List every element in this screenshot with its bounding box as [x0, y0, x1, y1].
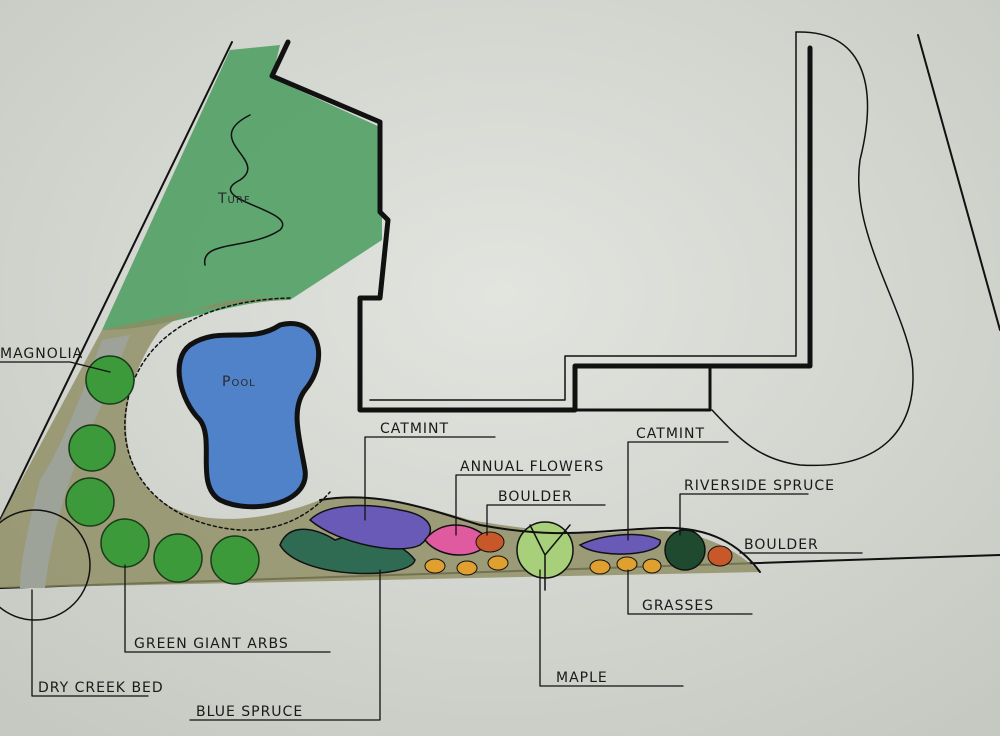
green-giant-arbs — [65, 355, 260, 585]
grasses-planting — [424, 555, 662, 576]
arb-shrub — [65, 477, 115, 527]
boulder-left — [475, 531, 505, 553]
leader-lines — [0, 361, 863, 721]
turf-area — [102, 45, 382, 330]
driveway-curve — [711, 31, 914, 467]
magnolia-tree — [85, 355, 135, 405]
arb-shrub — [153, 533, 203, 583]
turf-label: Turf — [217, 191, 251, 207]
patio-outline — [573, 364, 712, 412]
catmint-right-planting — [578, 533, 661, 555]
dry-creek-circle — [0, 509, 91, 621]
label-annual-flowers: Annual Flowers — [460, 459, 604, 475]
arb-shrub — [210, 535, 260, 585]
arb-shrub — [68, 424, 116, 472]
label-catmint-left: Catmint — [380, 421, 449, 437]
label-catmint-right: Catmint — [636, 426, 705, 442]
bed-edge-line — [319, 496, 761, 573]
label-dry-creek-bed: Dry Creek Bed — [38, 680, 164, 696]
label-magnolia: Magnolia — [0, 346, 83, 362]
label-blue-spruce: Blue Spruce — [196, 704, 303, 720]
pool — [176, 321, 322, 510]
house-inner-line — [369, 31, 797, 401]
property-line-right — [917, 34, 1000, 331]
catmint-left-planting — [308, 504, 432, 550]
maple-branches — [529, 524, 571, 591]
bed-edge-curve — [124, 297, 331, 531]
arb-shrub — [100, 518, 150, 568]
pool-label: Pool — [222, 374, 256, 390]
planting-bed — [0, 298, 760, 588]
house-outline — [269, 39, 813, 413]
riverside-spruce — [664, 529, 706, 571]
property-line-left — [0, 41, 233, 521]
label-grasses: Grasses — [642, 598, 714, 614]
turf-path-squiggle — [204, 114, 284, 266]
label-boulder-right: Boulder — [744, 537, 819, 553]
boulder-right — [707, 545, 733, 567]
label-maple: Maple — [556, 670, 608, 686]
label-boulder-left: Boulder — [498, 489, 573, 505]
label-riverside-spruce: Riverside Spruce — [684, 478, 835, 494]
label-green-giant-arbs: Green Giant Arbs — [134, 636, 289, 652]
